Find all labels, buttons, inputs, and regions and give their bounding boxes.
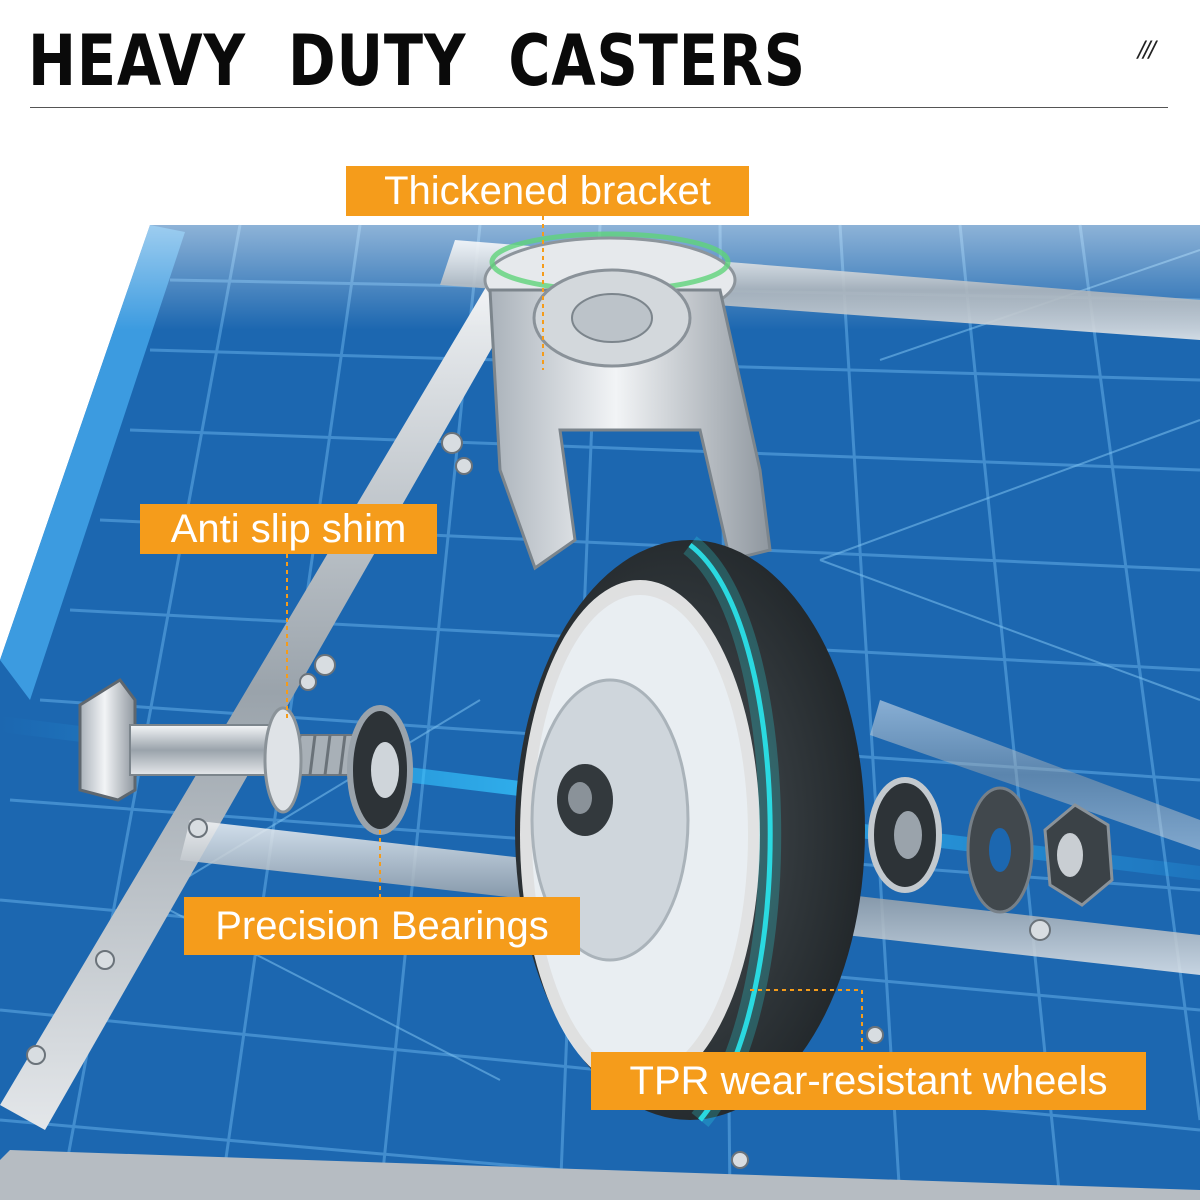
hex-nut-right — [1043, 803, 1114, 907]
anti-slip-shim — [263, 706, 303, 814]
header: HEAVY DUTY CASTERS /// — [0, 0, 1200, 120]
precision-bearing-left — [347, 705, 413, 835]
frame-bolts — [26, 432, 1051, 1169]
swivel-bracket — [483, 231, 772, 571]
callout-tpr-wheels: TPR wear-resistant wheels — [591, 1052, 1146, 1110]
page-title: HEAVY DUTY CASTERS — [28, 20, 806, 102]
tpr-wheel — [515, 536, 865, 1128]
header-divider — [30, 107, 1168, 108]
callout-anti-slip-shim: Anti slip shim — [140, 504, 437, 554]
callout-precision-bearings: Precision Bearings — [184, 897, 580, 955]
washer-right — [966, 786, 1034, 914]
slash-mark: /// — [1137, 38, 1156, 63]
precision-bearing-right — [868, 777, 942, 893]
callout-thickened-bracket: Thickened bracket — [346, 166, 749, 216]
leader-lines — [286, 216, 863, 1052]
